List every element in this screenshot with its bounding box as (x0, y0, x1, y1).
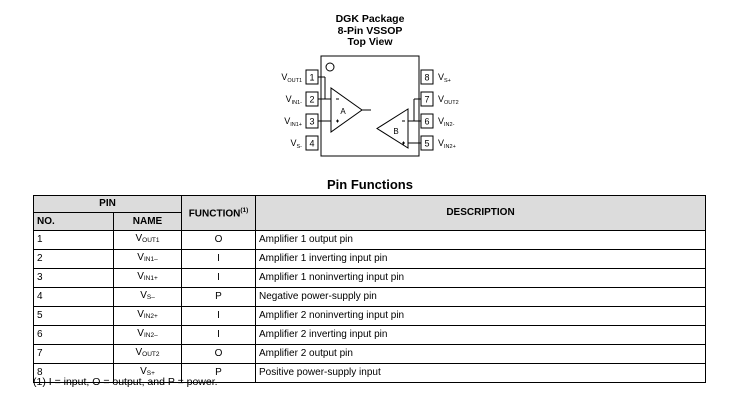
pin-number-2: 2 (309, 95, 314, 105)
pin-description: Positive power-supply input (255, 363, 706, 383)
table-row: 8 VS+ P Positive power-supply input (33, 363, 706, 383)
pin-no: 2 (33, 249, 114, 269)
amplifier-b-label: B (393, 127, 398, 136)
package-pin-type: 8-Pin VSSOP (337, 24, 403, 37)
package-view: Top View (347, 36, 393, 48)
pin-function: P (181, 287, 257, 307)
amplifier-b (376, 98, 421, 149)
pin-number-1: 1 (309, 73, 314, 83)
pin-label-1: VOUT1 (281, 72, 302, 84)
pin-description: Amplifier 2 inverting input pin (255, 325, 706, 345)
pin-description: Amplifier 1 output pin (255, 230, 706, 250)
package-name: DGK Package (335, 13, 405, 25)
table-row: 2 VIN1– I Amplifier 1 inverting input pi… (33, 249, 706, 269)
pin-number-4: 4 (309, 139, 314, 149)
pin-function: I (181, 268, 257, 288)
table-row: 4 VS– P Negative power-supply pin (33, 287, 706, 307)
pin-function: O (181, 344, 257, 364)
pin-function: I (181, 325, 257, 345)
pin-no: 3 (33, 268, 114, 288)
header-function: FUNCTION(1) (181, 195, 257, 231)
pin-function: I (181, 306, 257, 326)
table-row: 3 VIN1+ I Amplifier 1 noninverting input… (33, 268, 706, 288)
pin-number-5: 5 (424, 139, 429, 149)
pin-number-6: 6 (424, 117, 429, 127)
pin-description: Amplifier 2 output pin (255, 344, 706, 364)
table-row: 1 VOUT1 O Amplifier 1 output pin (33, 230, 706, 250)
pin-function: I (181, 249, 257, 269)
table-row: 5 VIN2+ I Amplifier 2 noninverting input… (33, 306, 706, 326)
pin-number-7: 7 (424, 95, 429, 105)
pin-name: VS– (112, 287, 183, 307)
right-pins: 8 7 6 5 VS+ VOUT2 VIN2- VIN2+ (420, 69, 459, 151)
package-title: DGK Package 8-Pin VSSOP Top View (300, 13, 440, 49)
pin-no: 4 (33, 287, 114, 307)
pin-description: Amplifier 1 noninverting input pin (255, 268, 706, 288)
pin-no: 7 (33, 344, 114, 364)
pin-name: VIN2– (112, 325, 183, 345)
pin-name: VOUT2 (112, 344, 183, 364)
pin-description: Amplifier 2 noninverting input pin (255, 306, 706, 326)
pin-label-3: VIN1+ (284, 116, 302, 128)
pin-name: VIN1– (112, 249, 183, 269)
pin-no: 6 (33, 325, 114, 345)
pin-label-8: VS+ (438, 72, 451, 84)
pin-name: VIN2+ (112, 306, 183, 326)
pin-no: 1 (33, 230, 114, 250)
pin-name: VIN1+ (112, 268, 183, 288)
pin-no: 5 (33, 306, 114, 326)
pin-label-6: VIN2- (438, 116, 455, 128)
amplifier-a-label: A (340, 107, 346, 116)
header-no: NO. (33, 212, 114, 231)
pin-functions-table: PIN FUNCTION(1) DESCRIPTION NO. NAME 1 V… (32, 195, 706, 383)
pin-function: O (181, 230, 257, 250)
pin-number-8: 8 (424, 73, 429, 83)
pin-label-7: VOUT2 (438, 94, 459, 106)
pin-name: VS+ (112, 363, 183, 383)
pin-name: VOUT1 (112, 230, 183, 250)
pin-label-5: VIN2+ (438, 138, 456, 150)
header-description: DESCRIPTION (255, 195, 706, 231)
pin-label-2: VIN1- (286, 94, 303, 106)
table-row: 7 VOUT2 O Amplifier 2 output pin (33, 344, 706, 364)
pin-description: Negative power-supply pin (255, 287, 706, 307)
package-body (320, 55, 420, 157)
header-pin: PIN (32, 195, 183, 213)
package-diagram: 1 2 3 4 VOUT1 VIN1- VIN1+ VS- 8 7 6 5 VS… (281, 55, 459, 157)
pin1-marker (325, 62, 335, 72)
pin-function: P (181, 363, 257, 383)
pin-description: Amplifier 1 inverting input pin (255, 249, 706, 269)
table-row: 6 VIN2– I Amplifier 2 inverting input pi… (33, 325, 706, 345)
amplifier-a (318, 76, 371, 133)
pin-number-3: 3 (309, 117, 314, 127)
left-pins: 1 2 3 4 VOUT1 VIN1- VIN1+ VS- (281, 69, 319, 151)
pin-functions-title: Pin Functions (327, 177, 413, 192)
table-footnote: (1) I = input, O = output, and P = power… (33, 376, 218, 388)
pin-label-4: VS- (290, 138, 302, 150)
header-name: NAME (112, 212, 183, 231)
